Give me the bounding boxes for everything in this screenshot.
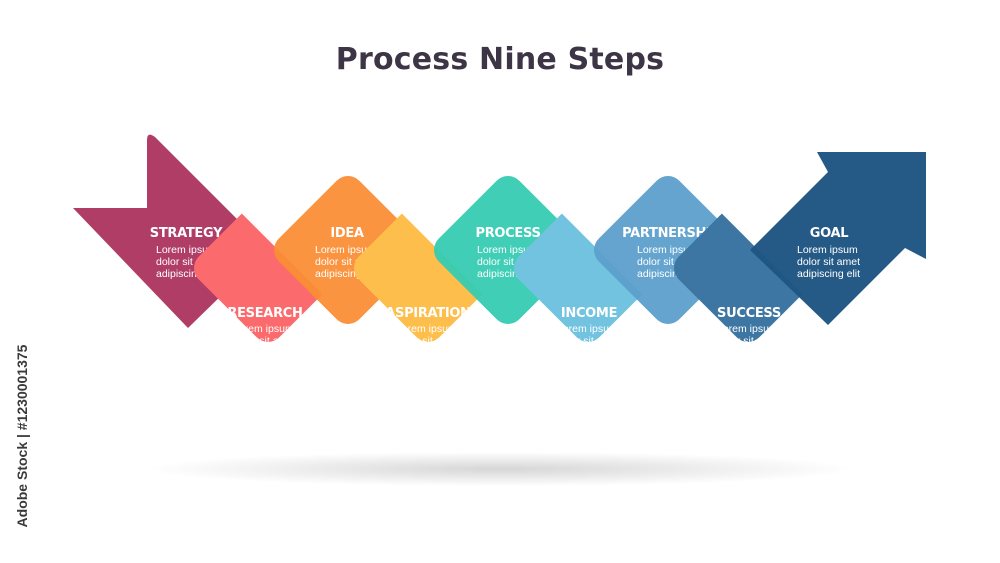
step-title: RESEARCH (227, 306, 302, 321)
diagram-shadow (150, 452, 850, 486)
svg-text:Lorem ipsum dolor sit am: Lorem ipsum dolor sit amet adipiscing el… (396, 323, 462, 359)
step-text-line: adipiscing elit (557, 347, 620, 359)
step-title: PROCESS (475, 226, 540, 241)
watermark-text: Adobe Stock | #1230001375 (14, 344, 30, 528)
svg-text:Lorem ipsum dolor sit am: Lorem ipsum dolor sit amet adipiscing el… (557, 323, 623, 359)
step-goal: GOAL Lorem ipsum dolor sit amet adipisci… (750, 152, 926, 325)
step-text-line: Lorem ipsum (797, 244, 858, 256)
step-title: GOAL (810, 226, 849, 241)
step-title: STRATEGY (150, 226, 223, 241)
page-title: Process Nine Steps (335, 42, 665, 77)
step-title: INCOME (561, 306, 617, 321)
step-text-line: dolor sit amet (396, 335, 459, 347)
step-text-line: adipiscing elit (797, 268, 860, 280)
step-title: ASPIRATION (385, 306, 471, 321)
svg-text:Lorem ipsum dolor sit am: Lorem ipsum dolor sit amet adipiscing el… (233, 323, 299, 359)
step-shape (750, 152, 926, 325)
step-title: IDEA (330, 226, 364, 241)
svg-text:Lorem ipsum dolor sit am: Lorem ipsum dolor sit amet adipiscing el… (717, 323, 783, 359)
step-title: PARTNERSHIP (622, 226, 720, 241)
step-text-line: Lorem ipsum (315, 244, 376, 256)
step-text-line: Lorem ipsum (717, 323, 778, 335)
step-text-line: Lorem ipsum (557, 323, 618, 335)
step-text-line: Lorem ipsum (396, 323, 457, 335)
step-text-line: adipiscing elit (233, 347, 296, 359)
step-text-line: Lorem ipsum (156, 244, 217, 256)
step-text-line: dolor sit amet (557, 335, 620, 347)
step-text-line: dolor sit amet (233, 335, 296, 347)
stock-watermark: Adobe Stock | #1230001375 (2, 324, 42, 548)
step-text-line: adipiscing elit (717, 347, 780, 359)
step-title: SUCCESS (717, 306, 781, 321)
step-text-line: adipiscing elit (396, 347, 459, 359)
step-text-line: dolor sit amet (717, 335, 780, 347)
step-text-line: Lorem ipsum (233, 323, 294, 335)
svg-text:Lorem ipsum dolor sit am: Lorem ipsum dolor sit amet adipiscing el… (797, 244, 863, 280)
step-text-line: dolor sit amet (797, 256, 860, 268)
